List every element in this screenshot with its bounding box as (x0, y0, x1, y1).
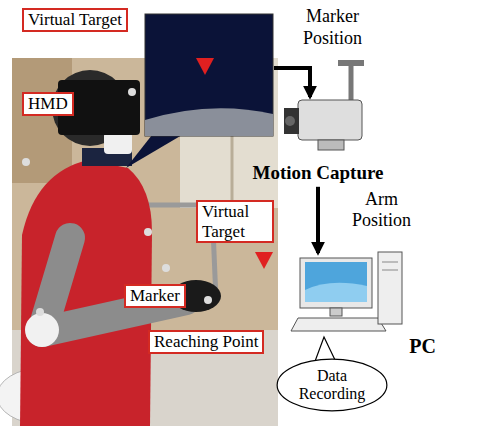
node-text: Data Recording (291, 367, 373, 404)
monitor-screen (305, 262, 367, 302)
camera-icon (284, 60, 364, 150)
flow-label: Marker Position (285, 6, 380, 49)
marker-dot (144, 228, 152, 236)
screen-wave (305, 283, 367, 302)
node-text: Virtual Target (28, 10, 122, 30)
face-mask (104, 132, 132, 154)
computer-node: PC (295, 255, 440, 358)
mount-plate (338, 60, 364, 66)
computer-icon (291, 252, 402, 331)
callout-label: Virtual Target (196, 200, 274, 243)
node-text: Marker (130, 286, 180, 306)
bubble-ellipse (277, 359, 387, 411)
drive-slot (382, 262, 398, 263)
node-text: HMD (28, 94, 68, 114)
node-text: Virtual Target (202, 202, 268, 241)
edge-label: Arm Position (334, 189, 429, 232)
node-text: PC (295, 335, 436, 358)
arm-sleeve (42, 238, 186, 332)
monitor-stand (330, 308, 342, 316)
marker-dot (22, 158, 30, 166)
monitor (300, 258, 372, 308)
floor (145, 108, 273, 136)
node-text: Reaching Point (154, 332, 258, 352)
bubble-tail (126, 135, 182, 168)
arrow (274, 68, 310, 97)
drive-slot (382, 270, 398, 271)
keyboard (291, 318, 386, 331)
elbow-band (25, 313, 59, 347)
node-text: Motion Capture (252, 162, 383, 185)
lens-glass (285, 116, 295, 126)
callout-label: Virtual Target (22, 8, 128, 32)
camera-body (298, 100, 362, 140)
callout-label: HMD (22, 92, 74, 116)
tower (378, 252, 402, 324)
marker-dot (128, 88, 136, 96)
virtual-target-triangle (196, 58, 214, 75)
marker-dot (36, 308, 44, 316)
photo (0, 58, 278, 426)
hmd-screen (145, 14, 273, 136)
callout-label: Marker (124, 284, 186, 308)
callout-label: Reaching Point (148, 330, 264, 354)
camera-lens (284, 108, 299, 134)
mount-pole (349, 66, 354, 102)
virtual-target-triangle (255, 252, 273, 269)
hmd-view (126, 14, 273, 168)
flow-arrow (316, 187, 320, 253)
marker-dot (162, 264, 170, 272)
marker-dot (204, 296, 212, 304)
device-caption: Motion Capture (252, 162, 383, 185)
speech-bubble: Data Recording (276, 358, 388, 412)
camera-base (318, 140, 344, 150)
